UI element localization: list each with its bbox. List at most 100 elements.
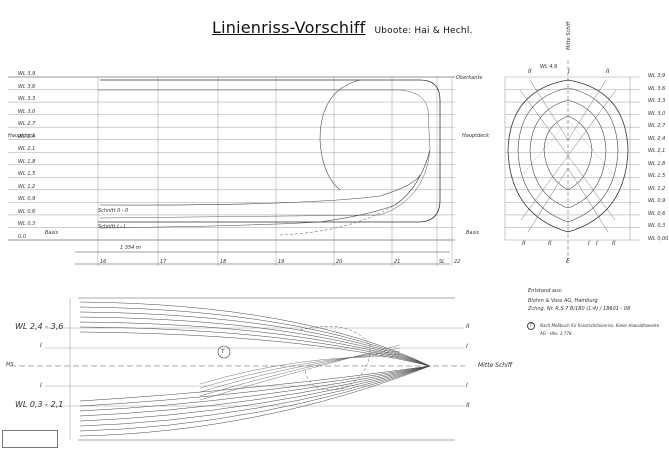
body-diagonal-4 [527,167,609,233]
plan-upper-waterline-curve [79,311,431,367]
plan-section-mark: II [466,402,470,409]
body-section-mark-bottom: II [522,240,526,247]
profile-view [8,76,455,266]
plan-lower-waterline-curve [79,365,431,437]
profile-dashed-curve [279,204,396,236]
profile-waterline-label: WL 1,8 [18,158,36,165]
plan-lower-waterline-curve [79,365,431,412]
profile-waterline-label: WL 3,0 [18,108,36,115]
body-right-waterline-label: WL 3,6 [648,85,666,92]
body-section-mark-bottom: I [596,240,598,247]
plan-section-mark: II [466,323,470,330]
profile-station-label: 18 [220,259,227,265]
body-section-mark-top: II [528,68,532,75]
body-section-mark-bottom: I [588,240,590,247]
body-wl-top-label: WL 4,9 [540,64,558,70]
notes-addendum-2: AG - Hhs. 3 778 [540,331,572,336]
profile-waterline-label: WL 1,5 [18,171,36,178]
drawing-title: Linienriss-Vorschiff Uboote: Hai & Hechl… [212,18,473,37]
plan-section-mark: I [466,382,468,389]
profile-waterline-label: WL 2,4 [18,133,36,140]
profile-station-label: SL [439,259,445,265]
plan-lower-waterlines [79,344,431,437]
body-right-waterline-label: WL 3,9 [648,73,666,79]
body-section-mark-top: II [606,68,610,75]
body-hauptdeck-label: Hauptdeck [462,133,490,139]
profile-station-label: 21 [394,259,401,265]
plan-upper-waterline-curve [79,316,431,367]
plan-wl-lower-label: WL 0,3 - 2,1 [15,400,64,409]
profile-waterline-label: WL 2,1 [18,146,36,153]
plan-wl-upper-label: WL 2,4 - 3,6 [15,322,64,331]
body-diagonal-2 [520,89,617,221]
body-right-waterline-label: WL 0,9 [648,198,666,205]
body-right-waterline-label: WL 2,4 [648,135,666,142]
plan-mitte-schiff-label: Mitte Schiff [478,362,513,369]
body-right-waterline-label: WL 3,0 [648,110,666,117]
profile-stations [97,77,453,266]
notes-addendum: Nach Meßbuch für Knickschlinienriss, Kie… [540,323,660,328]
profile-basis-label: Basis [45,230,59,236]
plan-lower-waterline-curve [79,365,431,432]
profile-station-label: 22 [454,259,461,265]
notes-entstanden: Entstand aus: [528,288,563,294]
profile-waterline-label: WL 3,9 [18,71,36,77]
profile-waterline-label: WL 1,2 [18,183,36,190]
body-right-waterline-label: WL 0,6 [648,210,666,217]
body-section-mark-bottom: II [548,240,552,247]
profile-schnitt-2-label: Schnitt II - II [98,208,129,214]
profile-schnitt-1-label: Schnitt I - I [98,224,126,230]
profile-waterlines [8,76,455,241]
profile-station-label: 17 [160,259,167,265]
profile-hauptdeck-label: Hauptdeck [8,133,36,139]
profile-section-curve [99,149,431,229]
body-right-waterline-label: WL 3,3 [648,98,666,105]
body-diagonal-5 [509,119,627,191]
plan-circle-label: T [221,349,225,355]
plan-lower-waterline-curve [79,365,431,402]
plan-section-mark: I [40,382,42,389]
profile-station-label: 19 [278,259,285,265]
body-right-waterline-label: WL 2,7 [648,123,666,130]
plan-circle-mark [217,345,231,359]
body-right-waterline-label: WL 1,5 [648,173,666,180]
profile-waterline-label: 0,0 [18,234,26,240]
notes-company: Blohm & Voss AG, Hamburg [528,298,598,304]
notes-drawing-number: Zchng. Nr. R.S 7 B/180 (1:4) / 18601 - 0… [528,306,631,312]
plan-upper-waterline-curve [79,331,431,367]
profile-waterline-label: WL 0,3 [18,221,36,228]
profile-waterline-label: WL 0,9 [18,196,36,203]
body-section-outer [507,79,629,233]
body-section-4 [543,115,593,191]
plan-upper-waterline-curve [79,321,431,367]
profile-bow-curve [319,79,361,191]
body-bottom-mark: E [566,258,570,265]
body-section-mark-top: I [568,68,570,75]
plan-section-mark: I [40,342,42,349]
plan-center-label: MS [6,362,14,368]
profile-stem-line [98,89,431,219]
body-right-waterline-label: WL 2,1 [648,148,666,155]
profile-waterline-label: WL 3,3 [18,96,36,103]
plan-section-curve [199,350,401,393]
body-right-waterline-label: WL 1,8 [648,160,666,167]
plan-section-mark: I [466,343,468,350]
notes-circle-mark: T [527,322,535,330]
body-plan-waterlines [505,76,640,241]
body-diagonal-1 [519,89,616,221]
profile-length-note: 1 354 m [120,245,141,251]
profile-waterline-label: WL 0,6 [18,208,36,215]
plan-section-curve [199,356,401,385]
plan-upper-waterlines [79,301,431,367]
body-plan-view [504,60,640,260]
body-mitte-schiff-label: Mitte Schiff [566,21,572,50]
plan-lower-waterline-curve [79,365,431,407]
plan-section-curve [199,344,401,401]
plan-dashed-outline [299,326,371,391]
body-oberkante-label: Oberkante [456,75,483,81]
body-section-mark-bottom: II [612,240,616,247]
body-right-waterline-label: WL 0,00 [648,236,669,242]
body-basis-label: Basis [466,230,480,236]
profile-deck-line [98,79,441,223]
title-main: Linienriss-Vorschiff [212,18,366,37]
